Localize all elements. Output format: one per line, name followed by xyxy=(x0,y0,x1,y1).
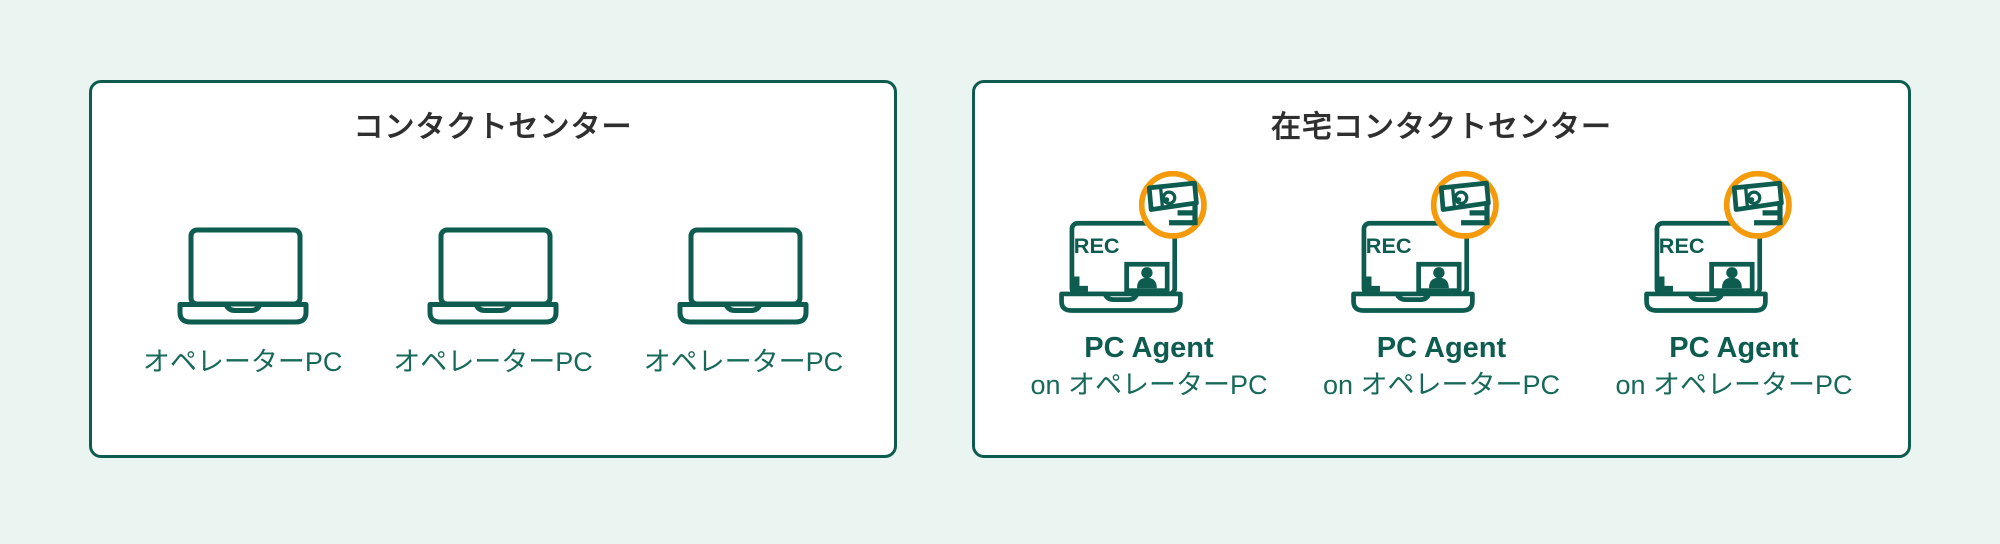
person-icon xyxy=(1433,267,1446,279)
operator-pc-row: オペレーターPC オペレーターPC オペレーターPC xyxy=(92,227,894,376)
viewfinder-corner-icon xyxy=(1365,276,1381,292)
camera-badge xyxy=(1138,170,1207,239)
pc-agent-item: REC xyxy=(1615,169,1853,400)
pc-agent-label: PC Agent xyxy=(1376,332,1507,364)
laptop-icon xyxy=(177,227,309,325)
pc-agent-item: REC xyxy=(1323,169,1560,399)
pc-agent-sublabel: on オペレーターPC xyxy=(1615,370,1853,400)
pc-agent-item: REC xyxy=(1030,169,1268,400)
panel-title: コンタクトセンター xyxy=(353,111,633,144)
laptop-icon: REC xyxy=(1644,220,1768,313)
video-call-window-icon xyxy=(1709,261,1755,294)
panel-title: 在宅コンタクトセンター xyxy=(1271,111,1612,144)
operator-pc-label: オペレーターPC xyxy=(142,347,343,377)
operator-pc-label: オペレーターPC xyxy=(643,347,844,377)
pc-agent-sublabel: on オペレーターPC xyxy=(1030,370,1268,400)
home-contact-center-panel: 在宅コンタクトセンター REC xyxy=(972,80,1911,458)
video-call-window-icon xyxy=(1416,261,1463,294)
pc-agent-sublabel: on オペレーターPC xyxy=(1322,370,1560,400)
pc-agent-row: REC xyxy=(975,169,1908,399)
laptop-icon xyxy=(427,227,559,325)
monitored-laptop-icon: REC xyxy=(1351,170,1500,313)
person-icon xyxy=(1726,267,1738,279)
cctv-camera-icon xyxy=(1439,180,1492,226)
contact-center-diagram: コンタクトセンター オペレーターPC オペレーターPC xyxy=(89,80,1911,458)
laptop-icon xyxy=(677,227,809,325)
video-call-window-icon xyxy=(1124,261,1170,294)
operator-pc-label: オペレーターPC xyxy=(393,347,593,377)
laptop-icon: REC xyxy=(1059,220,1183,313)
rec-label: REC xyxy=(1659,233,1705,258)
operator-pc-item: オペレーターPC xyxy=(393,227,593,376)
laptop-icon: REC xyxy=(1351,220,1476,313)
pc-agent-label: PC Agent xyxy=(1084,332,1214,364)
camera-badge xyxy=(1723,170,1792,239)
operator-pc-item: オペレーターPC xyxy=(643,227,844,377)
person-icon xyxy=(1141,267,1153,279)
monitored-laptop-icon: REC xyxy=(1644,170,1792,313)
contact-center-panel: コンタクトセンター オペレーターPC オペレーターPC xyxy=(89,80,897,458)
cctv-camera-icon xyxy=(1146,180,1199,226)
viewfinder-corner-icon xyxy=(1657,276,1673,292)
pc-agent-label: PC Agent xyxy=(1669,332,1799,364)
rec-label: REC xyxy=(1366,233,1412,258)
cctv-camera-icon xyxy=(1731,180,1784,226)
camera-badge xyxy=(1431,170,1500,239)
rec-label: REC xyxy=(1074,233,1120,258)
operator-pc-item: オペレーターPC xyxy=(142,227,343,377)
viewfinder-corner-icon xyxy=(1072,276,1088,292)
monitored-laptop-icon: REC xyxy=(1059,170,1207,313)
